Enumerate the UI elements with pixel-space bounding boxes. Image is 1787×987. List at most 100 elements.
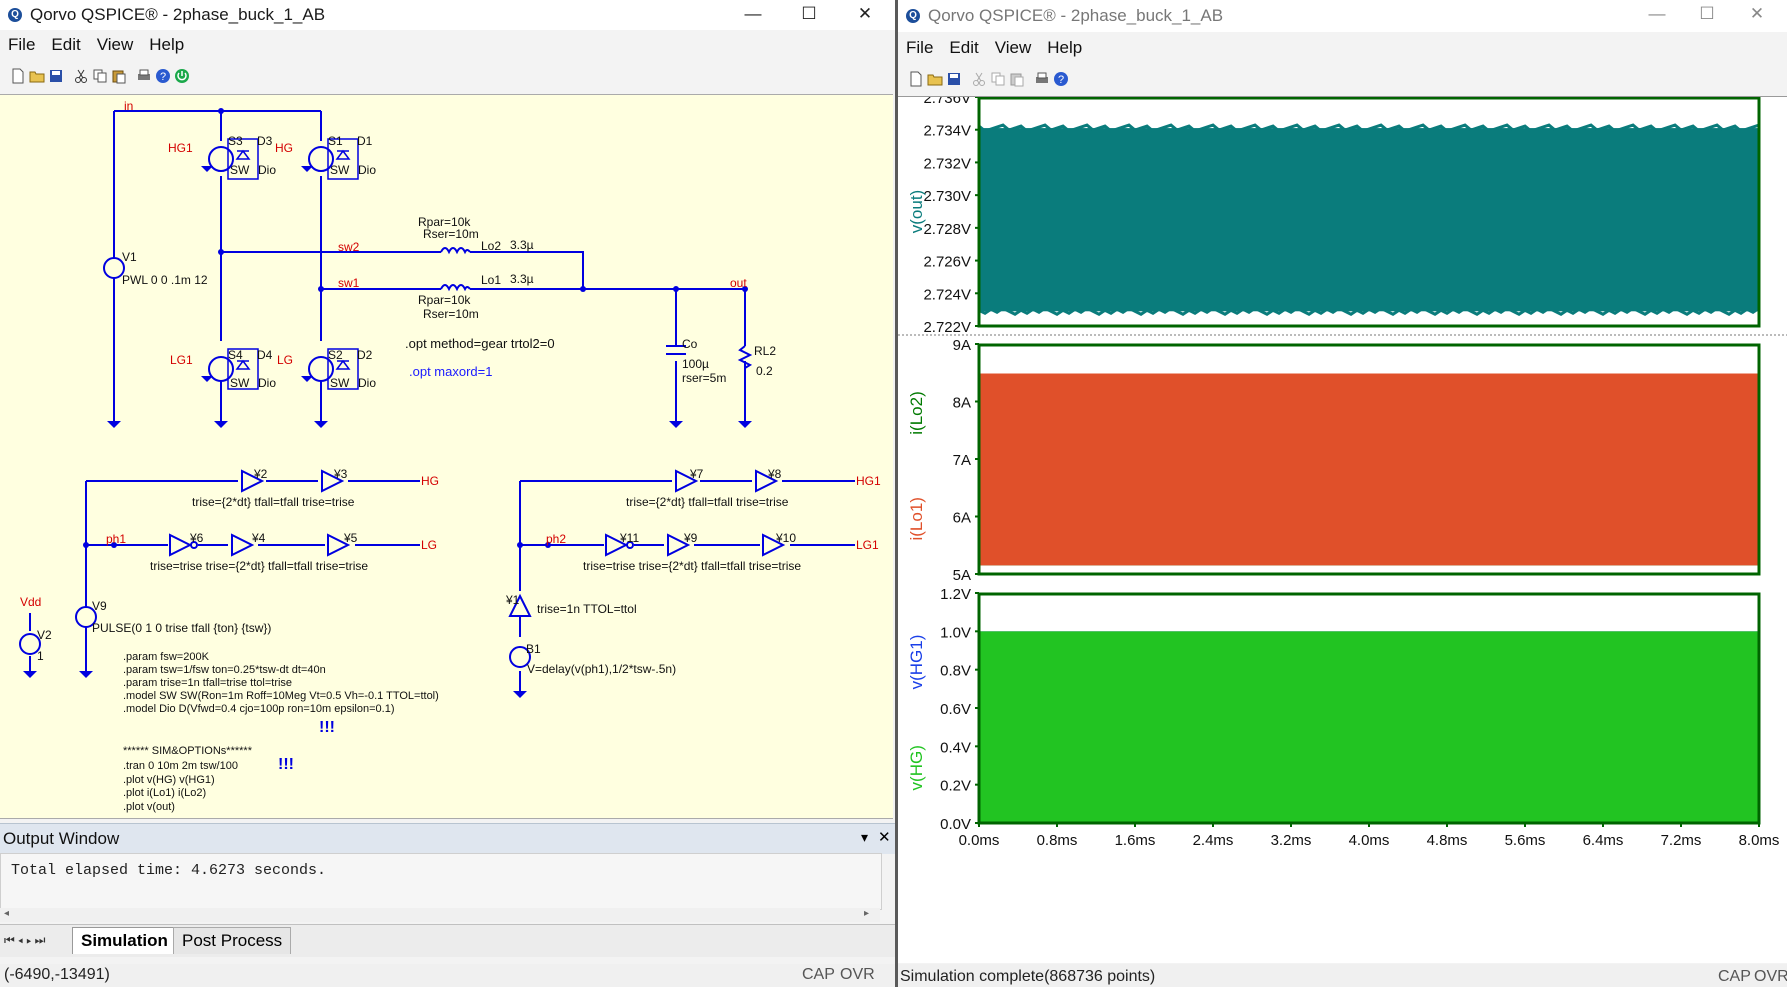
label-co-value: 100µ (682, 357, 709, 371)
y-tick-label: 0.6V (940, 701, 971, 718)
y-tick-label: 9A (953, 337, 971, 354)
qspice-logo-icon: Q (906, 9, 920, 23)
y-tick-label: 2.732V (923, 155, 971, 172)
dropdown-arrow-icon[interactable]: ▾ (861, 829, 869, 845)
paste-icon[interactable] (111, 68, 127, 84)
label-lo1-value: 3.3µ (510, 272, 534, 286)
label-co: Co (682, 337, 698, 351)
close-icon[interactable]: ✕ (878, 829, 891, 846)
x-tick-label: 7.2ms (1661, 832, 1702, 849)
label-v2: V2 (37, 628, 52, 642)
help-icon[interactable]: ? (155, 68, 171, 84)
cut-icon[interactable] (971, 71, 987, 87)
schematic-drawing[interactable]: in sw2 sw1 out ph1 ph2 Vdd HG1 HG LG1 LG… (0, 95, 893, 818)
net-label-ph1: ph1 (106, 532, 126, 546)
net-label-vdd: Vdd (20, 595, 41, 609)
paste-icon[interactable] (1009, 71, 1025, 87)
scroll-left-icon[interactable]: ◂ (4, 908, 10, 919)
waveform-plots[interactable]: 2.736V2.734V2.732V2.730V2.728V2.726V2.72… (898, 97, 1787, 963)
label-d2: D2 (357, 348, 373, 362)
print-icon[interactable] (136, 68, 152, 84)
run-simulation-icon[interactable] (174, 68, 190, 84)
save-icon[interactable] (48, 68, 64, 84)
x-tick-label: 3.2ms (1271, 832, 1312, 849)
label-left-row2-params: trise=trise trise={2*dt} tfall=tfall tri… (150, 559, 368, 573)
trace-vhg (979, 631, 1759, 823)
y-tick-label: 2.730V (923, 188, 971, 205)
new-file-icon[interactable] (10, 68, 26, 84)
x-tick-label: 4.0ms (1349, 832, 1390, 849)
menu-view[interactable]: View (994, 38, 1032, 57)
label-d4: D4 (257, 348, 273, 362)
menu-file[interactable]: File (8, 35, 36, 54)
schematic-window: Q Qorvo QSPICE® - 2phase_buck_1_AB — ☐ ✕… (0, 0, 895, 987)
net-label-hg1-out: HG1 (856, 474, 881, 488)
label-y10: ¥10 (775, 531, 796, 545)
window-title: Qorvo QSPICE® - 2phase_buck_1_AB (30, 5, 326, 24)
tab-post-process[interactable]: Post Process (173, 927, 292, 954)
tab-simulation[interactable]: Simulation (72, 927, 177, 954)
scroll-right-icon[interactable]: ▸ (864, 908, 870, 919)
y-tick-label: 0.8V (940, 663, 971, 680)
close-button[interactable]: ✕ (1749, 4, 1765, 23)
label-d4-model: Dio (258, 376, 276, 390)
tab-nav-arrows-icon[interactable]: ⏮◂▸⏭ (4, 933, 49, 947)
label-y1-params: trise=1n TTOL=ttol (537, 602, 637, 616)
menu-edit[interactable]: Edit (949, 38, 979, 57)
y-tick-label: 2.734V (923, 123, 971, 140)
minimize-button[interactable]: — (744, 4, 762, 23)
save-icon[interactable] (946, 71, 962, 87)
label-s3: S3 (228, 134, 243, 148)
label-lo2-rpar: Rpar=10k (418, 215, 471, 229)
y-tick-label: 2.722V (923, 319, 971, 336)
minimize-button[interactable]: — (1648, 4, 1666, 23)
net-label-in: in (124, 99, 133, 113)
net-label-out: out (730, 276, 747, 290)
x-tick-label: 0.8ms (1037, 832, 1078, 849)
label-s2-model: SW (330, 376, 350, 390)
label-y2: ¥2 (253, 467, 268, 481)
copy-icon[interactable] (92, 68, 108, 84)
menu-edit[interactable]: Edit (51, 35, 81, 54)
cut-icon[interactable] (73, 68, 89, 84)
maximize-button[interactable]: ☐ (801, 4, 817, 23)
trace-vout-bottom-edge (977, 306, 1760, 317)
maximize-button[interactable]: ☐ (1699, 4, 1715, 23)
menu-help[interactable]: Help (149, 35, 185, 54)
y-tick-label: 1.2V (940, 586, 971, 603)
x-tick-label: 4.8ms (1427, 832, 1468, 849)
y-tick-label: 2.724V (923, 286, 971, 303)
plot-frame (977, 97, 1761, 328)
sim-header: ****** SIM&OPTIONs****** (123, 745, 253, 757)
horizontal-scrollbar[interactable]: ◂ ▸ (0, 908, 880, 922)
exclamation-marker-1: !!! (319, 719, 335, 736)
net-label-hg1-gate: HG1 (168, 141, 193, 155)
tab-bar: ⏮◂▸⏭ Simulation Post Process (0, 924, 895, 957)
status-bar: Simulation complete(868736 points) CAP O… (898, 964, 1787, 987)
sim-line-3: .plot i(Lo1) i(Lo2) (123, 787, 206, 799)
label-s4: S4 (228, 348, 243, 362)
help-icon[interactable]: ? (1053, 71, 1069, 87)
label-s1-model: SW (330, 163, 350, 177)
output-text: Total elapsed time: 4.6273 seconds. (11, 862, 327, 879)
net-label-lg1-gate: LG1 (170, 353, 193, 367)
directive-line-5: .model Dio D(Vfwd=0.4 cjo=100p ron=10m e… (123, 703, 395, 715)
copy-icon[interactable] (990, 71, 1006, 87)
open-folder-icon[interactable] (927, 71, 943, 87)
x-tick-label: 5.6ms (1505, 832, 1546, 849)
open-folder-icon[interactable] (29, 68, 45, 84)
new-file-icon[interactable] (908, 71, 924, 87)
print-icon[interactable] (1034, 71, 1050, 87)
menu-view[interactable]: View (96, 35, 134, 54)
close-button[interactable]: ✕ (857, 4, 873, 23)
label-y4: ¥4 (251, 531, 266, 545)
label-right-row2-params: trise=trise trise={2*dt} tfall=tfall tri… (583, 559, 801, 573)
sim-line-4: .plot v(out) (123, 801, 175, 813)
menu-help[interactable]: Help (1047, 38, 1083, 57)
directive-line-4: .model SW SW(Ron=1m Roff=10Meg Vt=0.5 Vh… (123, 690, 439, 702)
label-b1: B1 (526, 642, 541, 656)
net-label-ph2: ph2 (546, 532, 566, 546)
menu-file[interactable]: File (906, 38, 934, 57)
schematic-canvas[interactable]: in sw2 sw1 out ph1 ph2 Vdd HG1 HG LG1 LG… (0, 94, 893, 819)
